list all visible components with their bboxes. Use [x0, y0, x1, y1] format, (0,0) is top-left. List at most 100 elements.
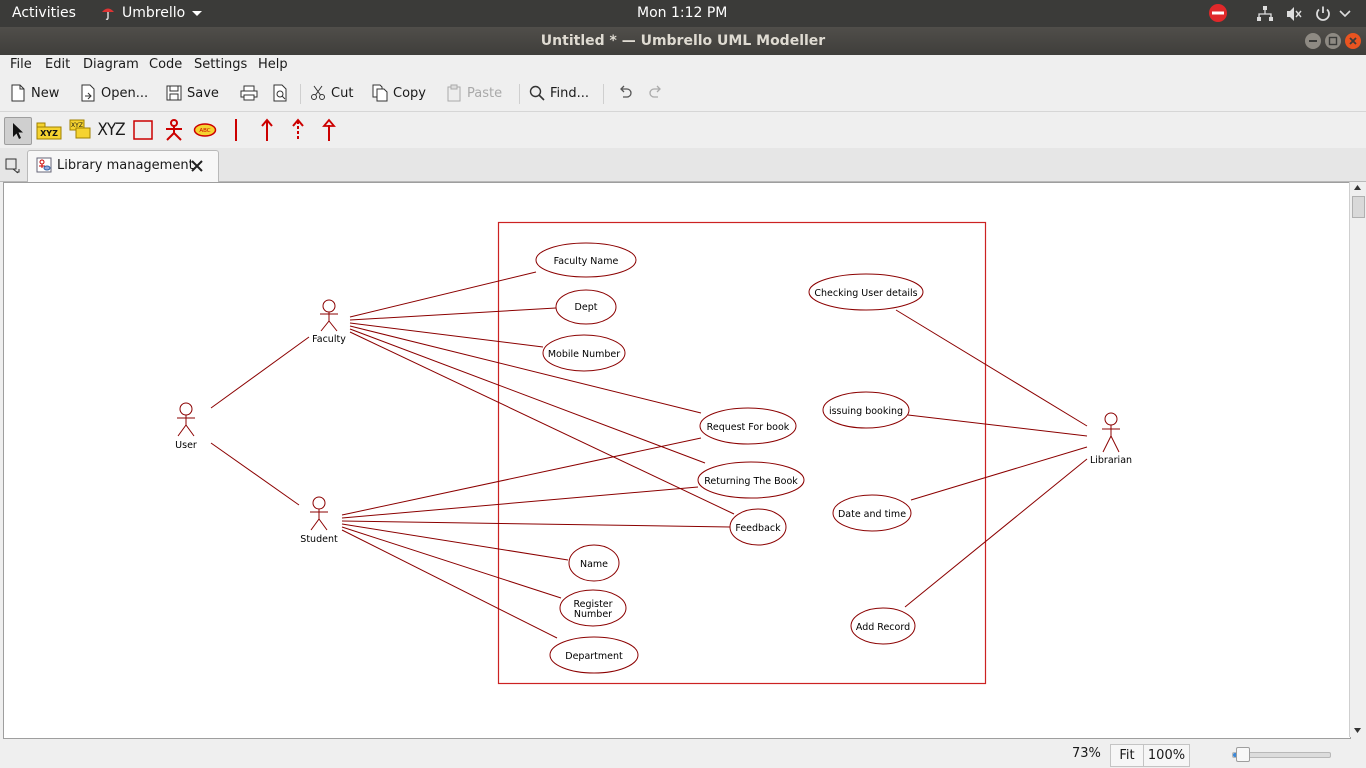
menu-help[interactable]: Help — [258, 57, 288, 72]
usecase-checking-user-details[interactable] — [808, 273, 924, 311]
open-button-label: Open... — [101, 85, 149, 101]
directional-association-tool-button[interactable] — [254, 117, 280, 143]
print-button[interactable] — [240, 83, 263, 103]
vertical-scrollbar[interactable] — [1349, 182, 1365, 737]
zoom-100-button[interactable]: 100% — [1143, 744, 1190, 767]
actor-user[interactable] — [177, 402, 195, 437]
association-user-student — [210, 442, 300, 506]
usecase-dept[interactable] — [555, 289, 617, 325]
copy-button-label: Copy — [393, 85, 426, 101]
close-window-button[interactable] — [1345, 33, 1361, 49]
scrollbar-thumb[interactable] — [1352, 196, 1365, 218]
undo-icon — [620, 85, 632, 98]
scroll-down-icon[interactable] — [1353, 727, 1362, 734]
new-button[interactable]: New — [10, 83, 59, 103]
usecase-department[interactable] — [549, 636, 639, 674]
association-line-icon — [235, 119, 237, 141]
cut-button[interactable]: Cut — [310, 83, 353, 103]
maximize-button[interactable] — [1325, 33, 1341, 49]
usecase-dept-label: Dept — [575, 302, 598, 313]
system-menu-chevron-icon[interactable] — [1338, 8, 1352, 20]
actor-tool-button[interactable] — [161, 117, 187, 143]
text-tool-button[interactable]: XYZ — [97, 117, 125, 143]
open-button[interactable]: Open... — [80, 83, 148, 103]
activities-button[interactable]: Activities — [12, 5, 76, 21]
system-boundary[interactable] — [497, 221, 987, 685]
usecase-tool-button[interactable]: ABC — [192, 117, 218, 143]
paste-button[interactable]: Paste — [446, 83, 502, 103]
menu-settings[interactable]: Settings — [194, 57, 248, 72]
association-student-request-for-book — [341, 437, 702, 516]
menu-edit[interactable]: Edit — [45, 57, 71, 72]
tab-library-management[interactable]: Library management — [27, 150, 219, 182]
usecase-request-for-book[interactable] — [699, 407, 797, 445]
copy-button[interactable]: Copy — [372, 83, 426, 103]
usecase-name[interactable] — [568, 544, 620, 582]
dependency-tool-button[interactable] — [285, 117, 311, 143]
network-icon[interactable] — [1256, 5, 1274, 23]
clock[interactable]: Mon 1:12 PM — [637, 5, 728, 21]
do-not-disturb-icon[interactable] — [1208, 3, 1228, 23]
app-menu-button[interactable]: Umbrello — [100, 5, 203, 21]
find-button-label: Find... — [550, 85, 590, 101]
association-faculty-faculty-name — [349, 271, 537, 318]
usecase-icon: ABC — [193, 123, 217, 137]
redo-button[interactable] — [648, 83, 669, 103]
association-faculty-mobile-number — [349, 322, 544, 348]
actor-faculty[interactable] — [320, 299, 338, 332]
save-icon — [166, 85, 182, 101]
find-button[interactable]: Find... — [529, 83, 589, 103]
association-student-returning-the-book — [341, 486, 699, 519]
box-tool-button[interactable] — [130, 117, 156, 143]
undo-button[interactable] — [617, 83, 638, 103]
package-tool-button[interactable]: XYZ — [36, 117, 62, 143]
text-tool-label: XYZ — [97, 120, 125, 140]
dashed-arrow-up-icon — [292, 118, 304, 141]
select-tool-button[interactable] — [4, 117, 32, 145]
actor-librarian[interactable] — [1102, 412, 1120, 453]
usecase-mobile-number[interactable] — [542, 334, 626, 372]
menu-file[interactable]: File — [10, 57, 32, 72]
save-button-label: Save — [187, 85, 219, 101]
close-icon — [1349, 37, 1357, 45]
fit-button[interactable]: Fit — [1110, 744, 1144, 767]
cut-button-label: Cut — [331, 85, 354, 101]
usecase-tool-label: ABC — [199, 128, 210, 134]
copy-icon — [372, 84, 388, 102]
close-tab-icon[interactable] — [190, 159, 204, 173]
usecase-register-number-label-line1: Register — [573, 599, 612, 610]
usecase-faculty-name[interactable] — [535, 242, 637, 278]
component-tool-button[interactable]: XYZ — [67, 117, 93, 143]
association-faculty-feedback — [349, 331, 735, 515]
usecase-diagram[interactable]: User Faculty Student Librarian — [4, 183, 1350, 738]
save-button[interactable]: Save — [166, 83, 219, 103]
menu-code[interactable]: Code — [149, 57, 183, 72]
usecase-register-number[interactable] — [559, 589, 627, 627]
actor-student[interactable] — [310, 496, 328, 531]
print-icon — [240, 85, 258, 101]
window-title-bar[interactable]: Untitled * — Umbrello UML Modeller — [0, 27, 1366, 55]
association-student-feedback — [341, 520, 731, 528]
zoom-slider-thumb[interactable] — [1235, 747, 1250, 762]
volume-muted-icon[interactable] — [1285, 5, 1303, 23]
usecase-add-record[interactable] — [850, 607, 916, 645]
usecase-issuing-booking[interactable] — [822, 391, 910, 429]
toolbar-separator — [300, 84, 301, 104]
association-tool-button[interactable] — [223, 117, 249, 143]
diagram-canvas[interactable]: User Faculty Student Librarian — [3, 182, 1351, 739]
scroll-up-icon[interactable] — [1353, 184, 1362, 191]
generalization-arrow-icon — [322, 118, 336, 141]
generalization-tool-button[interactable] — [316, 117, 342, 143]
menu-diagram[interactable]: Diagram — [83, 57, 139, 72]
minimize-button[interactable] — [1305, 33, 1321, 49]
usecase-date-and-time[interactable] — [832, 494, 912, 532]
association-faculty-request-for-book — [349, 325, 702, 414]
open-document-icon — [81, 84, 95, 102]
print-preview-icon — [273, 84, 287, 102]
print-preview-button[interactable] — [272, 83, 293, 103]
power-icon[interactable] — [1314, 5, 1332, 23]
usecase-returning-the-book[interactable] — [697, 461, 805, 499]
new-tab-icon[interactable] — [5, 158, 21, 174]
usecase-feedback[interactable] — [729, 508, 787, 546]
actor-student-label: Student — [300, 534, 338, 545]
